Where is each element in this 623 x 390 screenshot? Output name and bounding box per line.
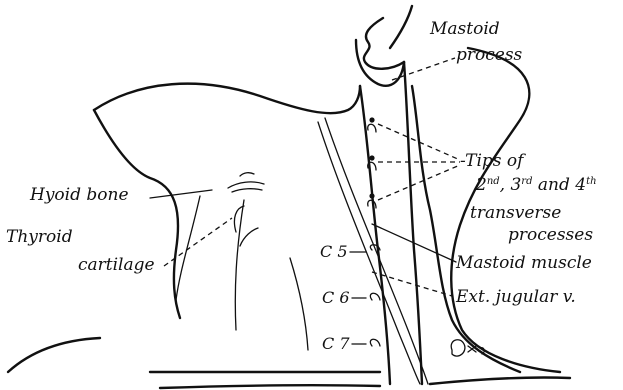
mastoid-muscle (360, 62, 422, 384)
transverse-process-tips (368, 117, 376, 208)
label-c5: C 5 (320, 242, 348, 261)
posterior-neck-outline (412, 86, 520, 372)
label-tips-line1: -Tips of (460, 151, 526, 171)
hyoid-bone (228, 173, 264, 192)
label-tips-line2: 2nd, 3rd and 4th (475, 175, 597, 195)
label-ext-jugular: Ext. jugular v. (455, 287, 576, 307)
label-mastoid-muscle: Mastoid muscle (455, 253, 592, 273)
tips-4th-sup: th (586, 176, 596, 187)
label-tips-line3: transverse (470, 203, 561, 223)
tips-3rd-sup: rd (521, 176, 532, 187)
jaw-outline (94, 84, 360, 114)
neck-striations (176, 196, 308, 350)
shoulder-outline (8, 338, 570, 388)
tips-3rd: , 3 (500, 175, 522, 195)
label-mastoid-process-line1: Mastoid (429, 19, 500, 39)
anterior-neck-outline (94, 110, 180, 318)
label-mastoid-process-line2: process (456, 45, 523, 65)
thyroid-cartilage-shape (234, 206, 258, 246)
tips-4th: and 4 (532, 175, 586, 195)
tips-2nd-sup: nd (487, 176, 500, 187)
label-c7: C 7 (322, 334, 350, 353)
label-tips-line4: processes (508, 225, 593, 245)
tips-2nd: 2 (475, 175, 487, 195)
label-thyroid-line1: Thyroid (6, 227, 73, 247)
label-c6: C 6 (322, 288, 350, 307)
label-hyoid-bone: Hyoid bone (29, 185, 129, 205)
label-thyroid-line2: cartilage (78, 255, 155, 275)
